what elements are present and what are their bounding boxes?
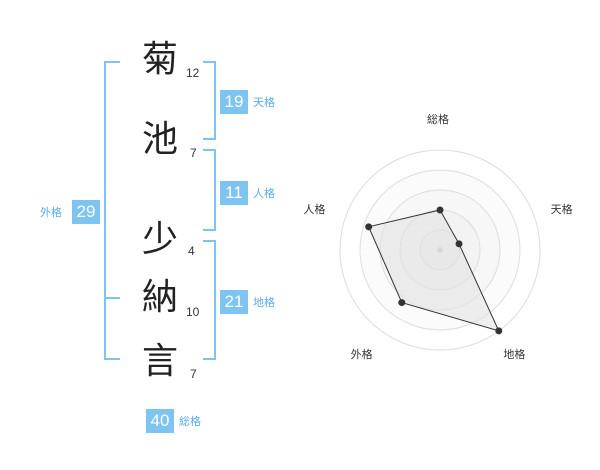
radar-point-2 — [495, 327, 503, 335]
tenkaku-bracket — [203, 61, 216, 140]
radar-point-1 — [455, 240, 463, 248]
jinkaku-label: 人格 — [253, 187, 275, 200]
stroke-count-2: 7 — [190, 146, 197, 160]
stroke-count-1: 12 — [186, 66, 200, 80]
jinkaku-value: 11 — [220, 181, 248, 205]
chikaku-label: 地格 — [253, 296, 275, 309]
radar-axis-label-2: 地格 — [503, 348, 526, 362]
gaikaku-label: 外格 — [40, 206, 62, 219]
chikaku-bracket — [203, 240, 216, 360]
chikaku-value: 21 — [220, 290, 248, 314]
tenkaku-value: 19 — [220, 90, 248, 114]
stroke-count-4: 10 — [186, 305, 200, 319]
soukaku-label: 総格 — [179, 415, 201, 428]
gaikaku-bracket-divider — [104, 297, 120, 299]
radar-axis-label-1: 天格 — [550, 202, 573, 216]
gaikaku-value: 29 — [72, 200, 100, 224]
jinkaku-bracket — [203, 149, 216, 231]
stroke-count-3: 4 — [188, 244, 195, 258]
radar-axis-label-0: 総格 — [427, 113, 449, 126]
radar-point-4 — [365, 223, 373, 231]
radar-point-3 — [398, 299, 406, 307]
gaikaku-bracket — [104, 61, 120, 360]
tenkaku-label: 天格 — [253, 96, 275, 109]
radar-axis-label-3: 外格 — [350, 348, 373, 362]
name-char-3: 少 — [141, 219, 178, 260]
name-char-1: 菊 — [141, 39, 178, 80]
name-char-2: 池 — [141, 119, 178, 160]
radar-axis-label-4: 人格 — [303, 202, 326, 216]
stroke-count-5: 7 — [190, 367, 197, 381]
radar-point-0 — [436, 206, 444, 214]
name-char-5: 言 — [141, 341, 178, 382]
name-char-4: 納 — [141, 277, 178, 318]
soukaku-value: 40 — [146, 409, 174, 433]
